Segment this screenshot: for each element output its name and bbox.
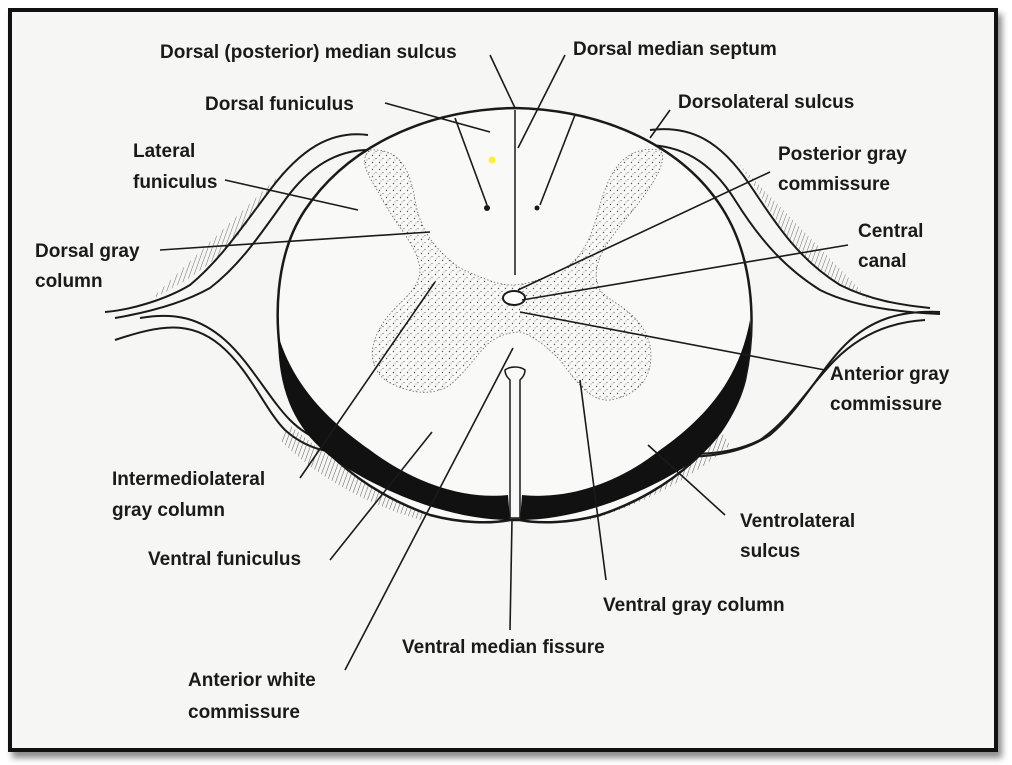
right-dorsal-dot <box>534 205 540 211</box>
label-dorsolateral-sulcus: Dorsolateral sulcus <box>678 92 854 113</box>
label-intermediolateral-2: gray column <box>112 500 225 521</box>
label-dorsal-median-septum: Dorsal median septum <box>573 39 777 60</box>
label-ventral-funiculus: Ventral funiculus <box>148 549 301 570</box>
left-dorsal-root-shading <box>150 165 290 300</box>
label-anterior-gray-commissure-2: commissure <box>830 394 942 415</box>
label-central-canal-1: Central <box>858 221 923 242</box>
label-ventrolateral-sulcus-1: Ventrolateral <box>740 511 855 532</box>
label-ventral-gray-column: Ventral gray column <box>603 595 785 616</box>
label-dorsal-gray-column-2: column <box>35 271 103 292</box>
label-posterior-gray-commissure-2: commissure <box>778 174 890 195</box>
ventral-median-fissure-shape <box>504 366 526 519</box>
left-dorsal-dot <box>484 205 490 211</box>
label-posterior-gray-commissure-1: Posterior gray <box>778 144 907 165</box>
label-ventral-median-fissure: Ventral median fissure <box>402 637 605 658</box>
label-dorsal-gray-column-1: Dorsal gray <box>35 241 140 262</box>
label-lateral-funiculus-1: Lateral <box>133 141 195 162</box>
label-intermediolateral-1: Intermediolateral <box>112 469 265 490</box>
gray-matter <box>364 148 663 401</box>
label-central-canal-2: canal <box>858 251 907 272</box>
right-dorsal-root-shading <box>735 160 870 300</box>
label-anterior-gray-commissure-1: Anterior gray <box>830 364 950 385</box>
label-lateral-funiculus-2: funiculus <box>133 172 217 193</box>
right-ventral-shadow <box>520 320 751 520</box>
label-anterior-white-commissure-2: commissure <box>188 702 300 723</box>
label-ventrolateral-sulcus-2: sulcus <box>740 541 800 562</box>
label-anterior-white-commissure-1: Anterior white <box>188 670 316 691</box>
leader-lines <box>159 54 849 671</box>
central-canal-shape <box>502 290 526 306</box>
label-dorsal-median-sulcus: Dorsal (posterior) median sulcus <box>160 42 457 63</box>
label-dorsal-funiculus: Dorsal funiculus <box>205 94 354 115</box>
left-ventral-shadow <box>278 335 510 520</box>
yellow-dot <box>488 156 496 164</box>
